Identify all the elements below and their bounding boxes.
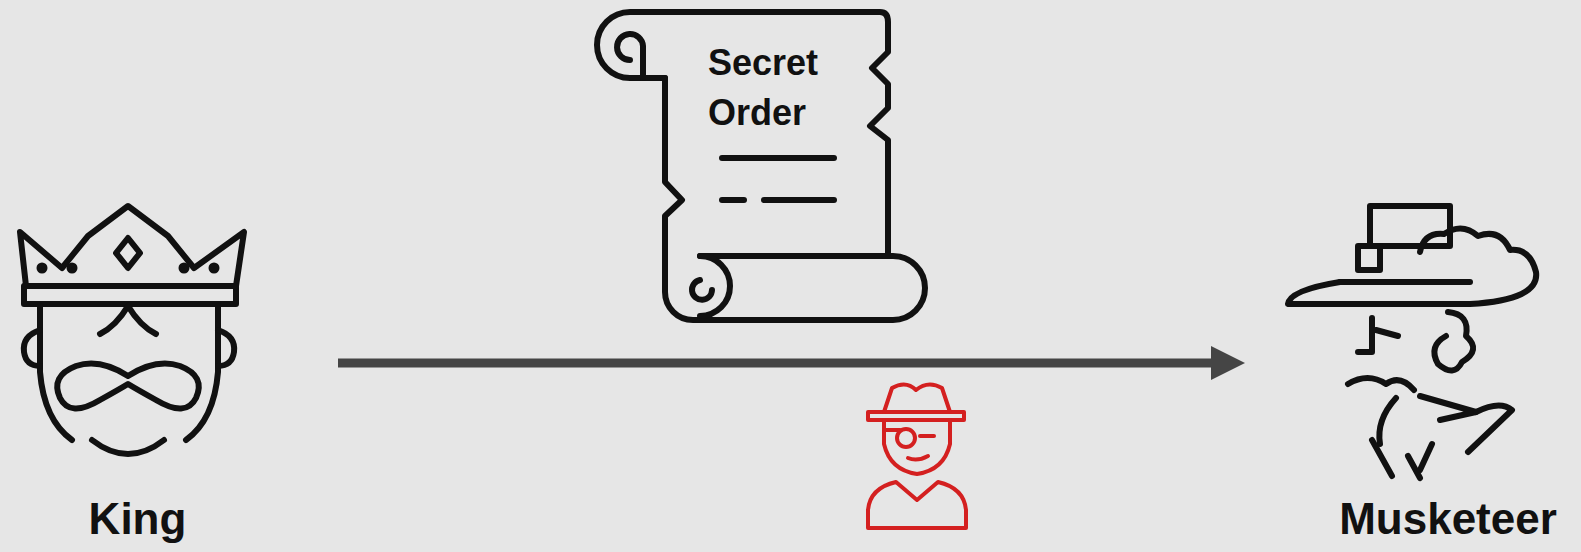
scroll-node: Secret Order bbox=[590, 8, 930, 326]
spy-icon bbox=[868, 384, 966, 528]
node-label: King bbox=[10, 493, 265, 544]
musketeer-icon bbox=[1288, 206, 1536, 478]
node-label: Musketeer bbox=[1323, 493, 1573, 544]
node-label: Secret Order bbox=[708, 38, 858, 138]
figure-node: King bbox=[0, 200, 338, 545]
king-icon bbox=[20, 206, 244, 454]
arrow-connector bbox=[338, 346, 1245, 380]
figure-node: Musketeer bbox=[1245, 200, 1581, 545]
